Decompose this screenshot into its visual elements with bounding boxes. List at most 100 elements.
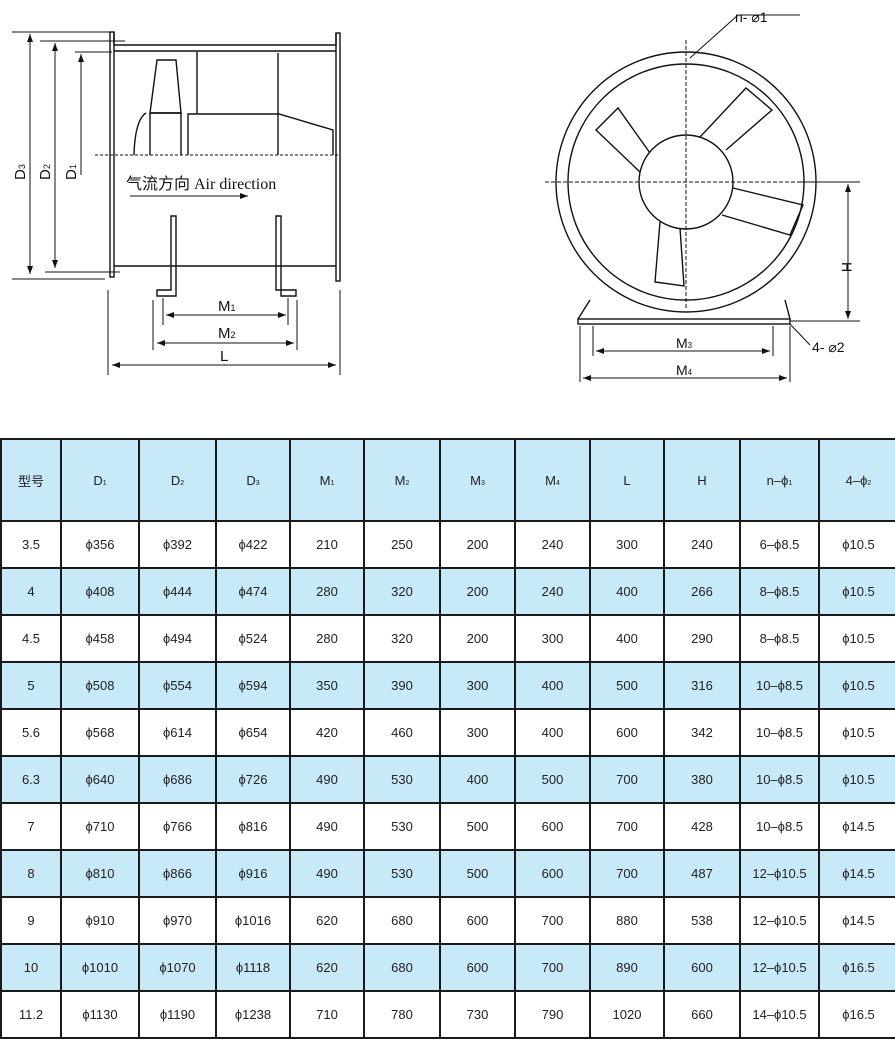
svg-text:M1: M1 — [218, 298, 236, 315]
table-cell: 660 — [663, 990, 741, 1039]
table-cell: 6.3 — [0, 755, 62, 804]
table-cell: 600 — [514, 849, 591, 898]
table-cell: 500 — [439, 802, 516, 851]
table-cell: 490 — [289, 802, 365, 851]
table-cell: 538 — [663, 896, 741, 945]
table-cell: 400 — [589, 614, 665, 663]
svg-text:4- ⌀2: 4- ⌀2 — [812, 339, 845, 355]
table-cell: 700 — [514, 896, 591, 945]
column-header: M4 — [514, 438, 591, 522]
table-cell: ϕ10.5 — [818, 614, 895, 663]
svg-text:D2: D2 — [37, 164, 54, 180]
table-cell: ϕ10.5 — [818, 708, 895, 757]
table-cell: 620 — [289, 896, 365, 945]
air-direction-label: 气流方向 Air direction — [126, 175, 276, 193]
table-cell: 266 — [663, 567, 741, 616]
table-cell: 680 — [363, 896, 441, 945]
table-cell: 428 — [663, 802, 741, 851]
table-cell: 200 — [439, 520, 516, 569]
table-cell: ϕ392 — [138, 520, 217, 569]
table-cell: ϕ614 — [138, 708, 217, 757]
header-label: n–ϕ — [766, 472, 789, 488]
table-cell: 620 — [289, 943, 365, 992]
header-subscript: 1 — [330, 479, 335, 487]
front-view — [545, 14, 860, 382]
table-cell: ϕ1190 — [138, 990, 217, 1039]
table-cell: ϕ766 — [138, 802, 217, 851]
table-cell: 10–ϕ8.5 — [739, 661, 820, 710]
table-cell: 4 — [0, 567, 62, 616]
table-cell: ϕ816 — [215, 802, 291, 851]
table-cell: ϕ16.5 — [818, 990, 895, 1039]
table-cell: ϕ14.5 — [818, 896, 895, 945]
table-cell: 300 — [514, 614, 591, 663]
table-cell: 600 — [439, 943, 516, 992]
table-cell: 700 — [514, 943, 591, 992]
table-cell: 5 — [0, 661, 62, 710]
header-label: D — [170, 472, 181, 488]
header-label: M — [470, 472, 481, 488]
header-subscript: 2 — [180, 479, 185, 487]
table-cell: 8 — [0, 849, 62, 898]
table-cell: 500 — [589, 661, 665, 710]
table-cell: 12–ϕ10.5 — [739, 849, 820, 898]
table-cell: ϕ1130 — [60, 990, 140, 1039]
table-cell: ϕ408 — [60, 567, 140, 616]
header-subscript: 2 — [405, 479, 410, 487]
table-cell: ϕ810 — [60, 849, 140, 898]
table-cell: 300 — [439, 708, 516, 757]
table-cell: 700 — [589, 755, 665, 804]
table-cell: 400 — [589, 567, 665, 616]
table-cell: 10–ϕ8.5 — [739, 802, 820, 851]
table-cell: 790 — [514, 990, 591, 1039]
table-cell: ϕ726 — [215, 755, 291, 804]
table-cell: ϕ458 — [60, 614, 140, 663]
svg-text:L: L — [220, 348, 228, 365]
header-subscript: 2 — [867, 479, 872, 487]
table-cell: 240 — [663, 520, 741, 569]
column-header: n–ϕ1 — [739, 438, 820, 522]
front-view-labels: n- ⌀1 H 4- ⌀2 M3 M4 — [676, 9, 855, 378]
table-cell: 530 — [363, 849, 441, 898]
table-cell: 8–ϕ8.5 — [739, 567, 820, 616]
table-cell: 530 — [363, 755, 441, 804]
svg-text:M2: M2 — [218, 325, 236, 342]
column-header: L — [589, 438, 665, 522]
table-cell: ϕ594 — [215, 661, 291, 710]
table-cell: ϕ970 — [138, 896, 217, 945]
table-cell: 460 — [363, 708, 441, 757]
table-cell: 250 — [363, 520, 441, 569]
table-cell: 12–ϕ10.5 — [739, 896, 820, 945]
table-cell: ϕ554 — [138, 661, 217, 710]
table-cell: ϕ1118 — [215, 943, 291, 992]
side-view-labels: D3 D2 D1 气流方向 Air direction M1 M2 L — [12, 164, 276, 365]
svg-text:D3: D3 — [12, 164, 29, 180]
table-cell: 380 — [663, 755, 741, 804]
svg-text:n- ⌀1: n- ⌀1 — [735, 9, 768, 25]
table-cell: 880 — [589, 896, 665, 945]
table-cell: 12–ϕ10.5 — [739, 943, 820, 992]
table-cell: ϕ10.5 — [818, 661, 895, 710]
table-cell: ϕ444 — [138, 567, 217, 616]
header-subscript: 1 — [788, 479, 793, 487]
table-cell: 680 — [363, 943, 441, 992]
table-cell: 280 — [289, 567, 365, 616]
table-cell: 7 — [0, 802, 62, 851]
table-cell: ϕ10.5 — [818, 520, 895, 569]
table-cell: 890 — [589, 943, 665, 992]
table-cell: ϕ654 — [215, 708, 291, 757]
header-label: M — [545, 472, 556, 488]
table-cell: 400 — [514, 661, 591, 710]
table-cell: 700 — [589, 802, 665, 851]
table-cell: ϕ10.5 — [818, 567, 895, 616]
header-label: D — [246, 472, 256, 488]
column-header: H — [663, 438, 741, 522]
table-cell: 420 — [289, 708, 365, 757]
table-cell: ϕ14.5 — [818, 849, 895, 898]
